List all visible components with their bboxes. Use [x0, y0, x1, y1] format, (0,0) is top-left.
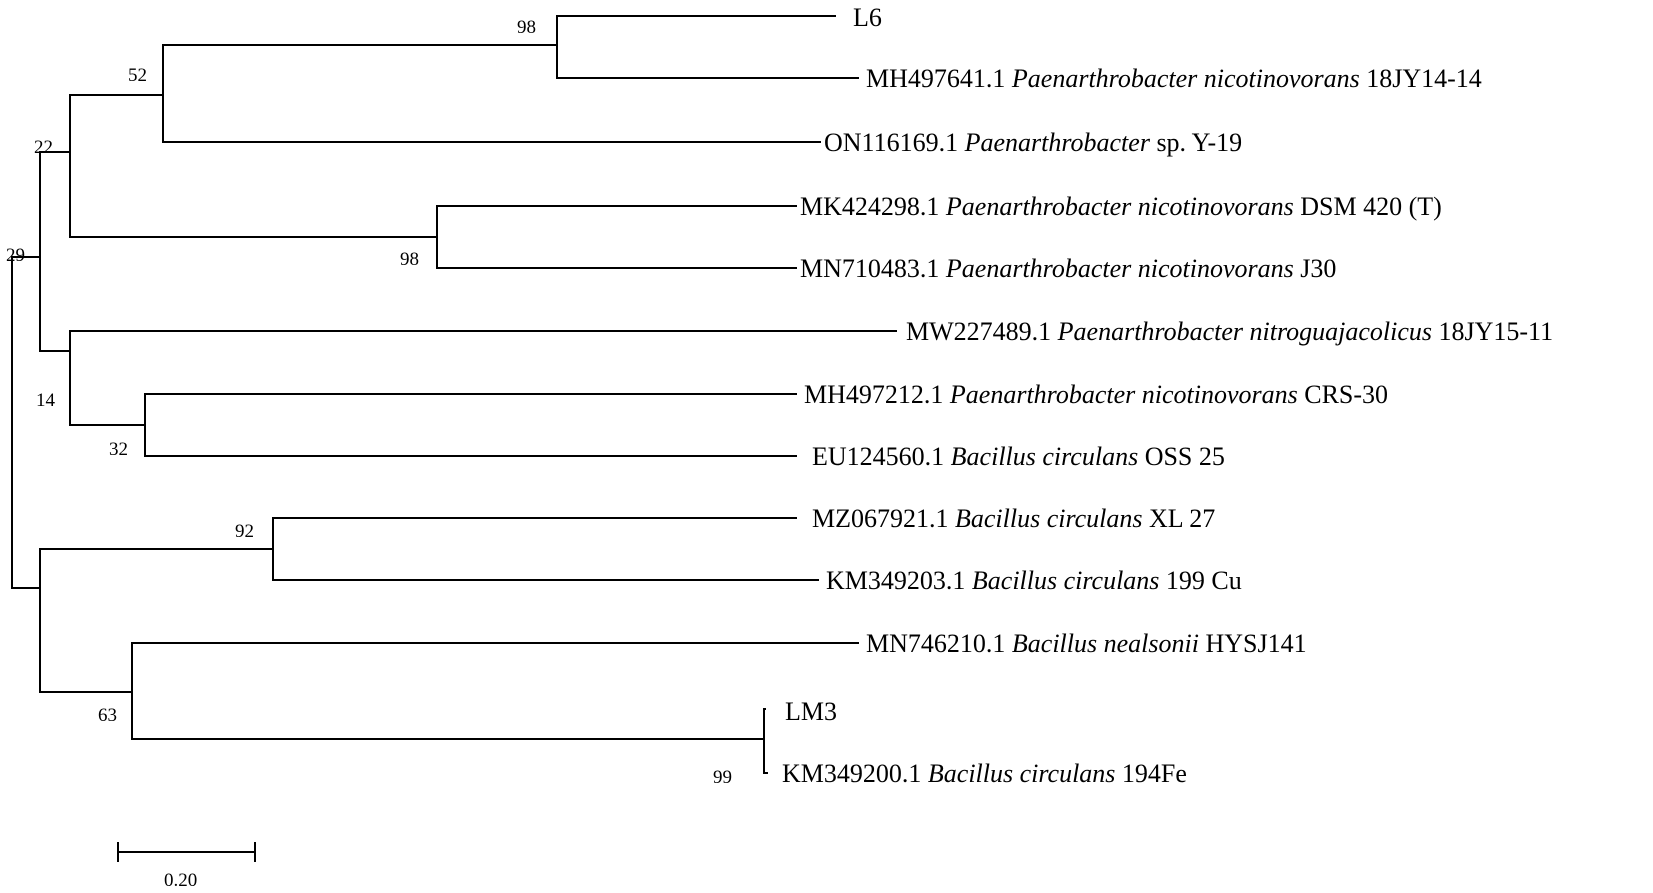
tip-label-mk424298: MK424298.1 Paenarthrobacter nicotinovora…: [800, 192, 1442, 221]
bootstrap-values: 98 52 22 29 98 14 32 92 63 99: [6, 17, 732, 788]
bootstrap-value: 98: [400, 249, 419, 270]
tip-strain: CRS-30: [1304, 380, 1388, 409]
tree-branches: [11, 15, 897, 774]
tip-strain: DSM 420 (T): [1300, 192, 1442, 221]
scale-bar-label: 0.20: [164, 870, 197, 891]
tip-species: Bacillus circulans: [955, 504, 1143, 533]
tip-accession: MK424298.1: [800, 192, 939, 221]
tip-species: Paenarthrobacter: [964, 128, 1151, 157]
tip-strain: 18JY14-14: [1366, 64, 1482, 93]
bootstrap-value: 29: [6, 245, 25, 266]
bootstrap-value: 14: [36, 390, 56, 411]
tip-accession: KM349203.1: [826, 566, 965, 595]
bootstrap-value: 92: [235, 521, 254, 542]
tip-accession: MW227489.1: [906, 317, 1051, 346]
tip-label-mw227489: MW227489.1 Paenarthrobacter nitroguajaco…: [906, 317, 1553, 346]
tip-accession: KM349200.1: [782, 759, 921, 788]
tip-label-lm3: LM3: [785, 697, 837, 726]
scale-bar: 0.20: [117, 842, 256, 891]
tip-labels: L6 MH497641.1 Paenarthrobacter nicotinov…: [782, 3, 1553, 788]
tip-strain: OSS 25: [1145, 442, 1225, 471]
tip-strain: 18JY15-11: [1438, 317, 1553, 346]
tip-species: Bacillus circulans: [928, 759, 1116, 788]
bootstrap-value: 98: [517, 17, 536, 38]
tip-species: Paenarthrobacter nicotinovorans: [945, 192, 1294, 221]
tip-accession: MN710483.1: [800, 254, 939, 283]
bootstrap-value: 22: [34, 137, 53, 158]
tip-accession: MH497641.1: [866, 64, 1005, 93]
tip-species: Bacillus nealsonii: [1012, 629, 1199, 658]
tip-label-mn746210: MN746210.1 Bacillus nealsonii HYSJ141: [866, 629, 1307, 658]
tip-accession: MH497212.1: [804, 380, 943, 409]
tip-label-on116169: ON116169.1 Paenarthrobacter sp. Y-19: [824, 128, 1242, 157]
tip-label-mn710483: MN710483.1 Paenarthrobacter nicotinovora…: [800, 254, 1336, 283]
tip-label-km349200: KM349200.1 Bacillus circulans 194Fe: [782, 759, 1187, 788]
tip-label-km349203: KM349203.1 Bacillus circulans 199 Cu: [826, 566, 1242, 595]
tip-species: Paenarthrobacter nicotinovorans: [945, 254, 1294, 283]
tip-species: Paenarthrobacter nicotinovorans: [949, 380, 1298, 409]
tip-strain: HYSJ141: [1205, 629, 1306, 658]
tip-accession: L6: [853, 3, 882, 32]
bootstrap-value: 99: [713, 767, 732, 788]
tip-strain: J30: [1300, 254, 1336, 283]
tip-species: Paenarthrobacter nicotinovorans: [1011, 64, 1360, 93]
tip-accession: MZ067921.1: [812, 504, 949, 533]
tip-strain: XL 27: [1149, 504, 1215, 533]
bootstrap-value: 52: [128, 65, 147, 86]
tip-label-mh497641: MH497641.1 Paenarthrobacter nicotinovora…: [866, 64, 1482, 93]
tip-species: Bacillus circulans: [972, 566, 1160, 595]
tip-label-eu124560: EU124560.1 Bacillus circulans OSS 25: [812, 442, 1225, 471]
bootstrap-value: 63: [98, 705, 117, 726]
tip-species: Bacillus circulans: [951, 442, 1139, 471]
tip-accession: LM3: [785, 697, 837, 726]
tip-accession: MN746210.1: [866, 629, 1005, 658]
tip-label-mh497212: MH497212.1 Paenarthrobacter nicotinovora…: [804, 380, 1388, 409]
tip-strain: sp. Y-19: [1156, 128, 1242, 157]
tip-accession: EU124560.1: [812, 442, 944, 471]
tip-strain: 199 Cu: [1166, 566, 1242, 595]
tip-label-mz067921: MZ067921.1 Bacillus circulans XL 27: [812, 504, 1215, 533]
tip-strain: 194Fe: [1122, 759, 1187, 788]
bootstrap-value: 32: [109, 439, 128, 460]
tip-accession: ON116169.1: [824, 128, 958, 157]
tip-label-l6: L6: [853, 3, 882, 32]
tip-species: Paenarthrobacter nitroguajacolicus: [1057, 317, 1432, 346]
